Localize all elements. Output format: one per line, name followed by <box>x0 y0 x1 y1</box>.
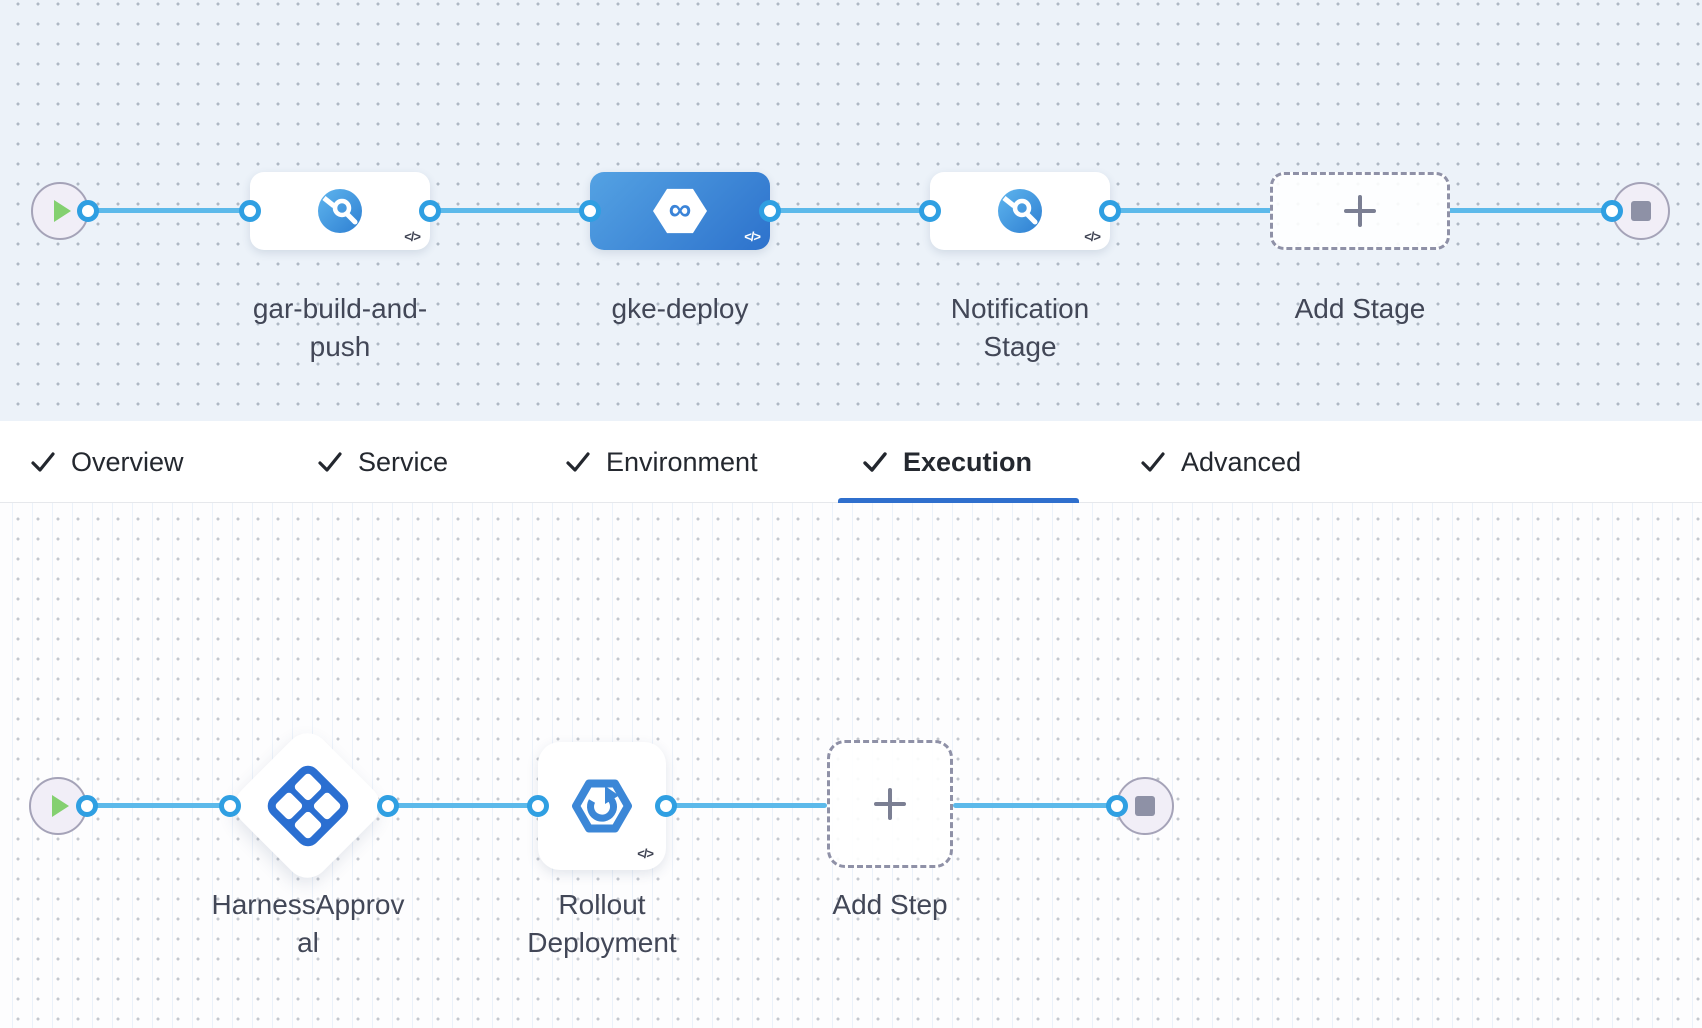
stage-edge <box>430 208 590 213</box>
stage-node-gke-deploy[interactable]: ∞ </> <box>590 172 770 250</box>
step-label: Rollout Deployment <box>527 889 677 958</box>
connector-port[interactable] <box>1099 200 1121 222</box>
rollout-hexagon-icon <box>572 779 632 833</box>
connector-port[interactable] <box>419 200 441 222</box>
step-edge <box>666 803 827 808</box>
tab-overview[interactable]: Overview <box>30 421 184 503</box>
connector-port[interactable] <box>1106 795 1128 817</box>
custom-stage-icon <box>318 189 362 233</box>
connector-port[interactable] <box>919 200 941 222</box>
stage-edge <box>88 208 250 213</box>
step-edge <box>87 803 230 808</box>
stage-label: Notification Stage <box>950 293 1090 362</box>
tab-service[interactable]: Service <box>317 421 448 503</box>
connector-port[interactable] <box>77 200 99 222</box>
stage-label: gar-build-and-push <box>252 293 428 362</box>
tab-execution[interactable]: Execution <box>862 421 1032 503</box>
tab-advanced[interactable]: Advanced <box>1140 421 1301 503</box>
add-stage-label[interactable]: Add Stage <box>1294 293 1426 324</box>
add-step-button[interactable] <box>827 740 953 868</box>
stage-node-gar-build-and-push[interactable]: </> <box>250 172 430 250</box>
yaml-code-badge[interactable]: </> <box>404 229 421 244</box>
stage-node-notification-stage[interactable]: </> <box>930 172 1110 250</box>
stage-edge <box>1448 208 1614 213</box>
step-edge <box>388 803 538 808</box>
connector-port[interactable] <box>579 200 601 222</box>
active-tab-underline <box>838 498 1079 503</box>
connector-port[interactable] <box>527 795 549 817</box>
stage-edge <box>770 208 930 213</box>
tab-label: Overview <box>71 446 184 477</box>
tab-label: Service <box>358 446 449 477</box>
connector-port[interactable] <box>76 795 98 817</box>
approval-icon-cell <box>293 810 323 840</box>
stop-icon <box>1135 796 1155 816</box>
stop-icon <box>1631 201 1651 221</box>
check-icon <box>31 452 55 472</box>
tab-label: Execution <box>903 446 1033 477</box>
tab-environment[interactable]: Environment <box>565 421 758 503</box>
yaml-code-badge[interactable]: </> <box>744 229 761 244</box>
step-label: HarnessApproval <box>211 889 405 958</box>
connector-port[interactable] <box>1601 200 1623 222</box>
plus-icon <box>874 788 906 820</box>
infinity-glyph: ∞ <box>668 190 692 227</box>
check-icon <box>1141 452 1165 472</box>
step-node-rollout-deployment[interactable]: </> <box>538 742 666 870</box>
tab-label: Environment <box>606 446 758 477</box>
stage-label: gke-deploy <box>611 293 749 324</box>
connector-port[interactable] <box>655 795 677 817</box>
tab-label: Advanced <box>1181 446 1302 477</box>
stage-config-tabbar: Overview Service Environment Execution A… <box>0 421 1702 503</box>
connector-port[interactable] <box>759 200 781 222</box>
custom-stage-icon <box>998 189 1042 233</box>
check-icon <box>863 452 887 472</box>
check-icon <box>318 452 342 472</box>
yaml-code-badge[interactable]: </> <box>1084 229 1101 244</box>
stage-graph-canvas[interactable]: </> ∞ </> </> gar-build-and-push gke-dep… <box>0 0 1702 421</box>
connector-port[interactable] <box>219 795 241 817</box>
stage-edge <box>1110 208 1272 213</box>
yaml-code-badge[interactable]: </> <box>637 846 654 861</box>
play-icon <box>54 200 71 222</box>
add-step-label[interactable]: Add Step <box>832 889 948 920</box>
approval-icon-cell <box>312 791 342 821</box>
plus-icon <box>1344 195 1376 227</box>
execution-graph-canvas[interactable]: </> HarnessApproval Rollout Deployment A… <box>0 503 1702 1028</box>
add-stage-button[interactable] <box>1270 172 1450 250</box>
connector-port[interactable] <box>239 200 261 222</box>
play-icon <box>52 795 69 817</box>
approval-icon-cell <box>274 791 304 821</box>
check-icon <box>566 452 590 472</box>
deploy-hexagon-icon: ∞ <box>653 188 707 234</box>
approval-icon-cell <box>293 772 323 802</box>
connector-port[interactable] <box>377 795 399 817</box>
step-edge <box>953 803 1117 808</box>
